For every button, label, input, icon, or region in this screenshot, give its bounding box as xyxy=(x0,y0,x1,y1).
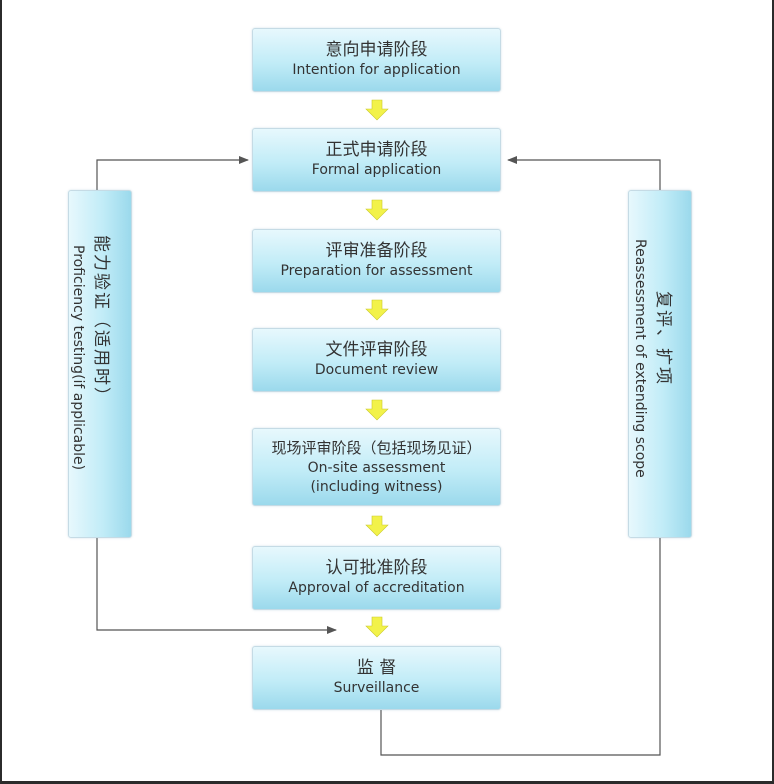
side-label-zh: 能力验证（适用时） xyxy=(91,235,111,406)
step-label-zh: 监 督 xyxy=(356,658,397,678)
right-loop-bottom-line xyxy=(380,538,661,756)
step-label-en: Formal application xyxy=(311,162,442,178)
step-label-en: Intention for application xyxy=(292,62,461,78)
step-label-en: Surveillance xyxy=(333,680,420,696)
step-document-review: 文件评审阶段 Document review xyxy=(252,328,501,392)
left-loop-bottom-arrow xyxy=(96,538,337,634)
step-onsite-assessment: 现场评审阶段（包括现场见证） On-site assessment (inclu… xyxy=(252,428,501,506)
step-label-zh: 文件评审阶段 xyxy=(325,340,428,360)
step-label-en: Approval of accreditation xyxy=(288,580,465,596)
step-label-en: Preparation for assessment xyxy=(280,263,473,279)
step-label-en: On-site assessment xyxy=(307,459,446,476)
side-label-zh: 复评、扩项 xyxy=(653,291,673,386)
step-approval-accreditation: 认可批准阶段 Approval of accreditation xyxy=(252,546,501,610)
left-loop-top-arrow xyxy=(96,156,249,190)
step-formal-application: 正式申请阶段 Formal application xyxy=(252,128,501,192)
step-surveillance: 监 督 Surveillance xyxy=(252,646,501,710)
proficiency-testing-box: 能力验证（适用时） Proficiency testing(if applica… xyxy=(68,190,132,538)
step-label-zh: 认可批准阶段 xyxy=(325,558,428,578)
step-label-zh: 现场评审阶段（包括现场见证） xyxy=(271,438,482,457)
down-arrow-5 xyxy=(365,515,389,537)
down-arrow-3 xyxy=(365,299,389,321)
down-arrow-4 xyxy=(365,399,389,421)
step-label-en: Document review xyxy=(314,362,439,378)
down-arrow-1 xyxy=(365,99,389,121)
right-loop-top-arrow xyxy=(507,156,661,190)
step-intention-application: 意向申请阶段 Intention for application xyxy=(252,28,501,92)
side-label-en: Proficiency testing(if applicable) xyxy=(70,245,86,471)
step-preparation-assessment: 评审准备阶段 Preparation for assessment xyxy=(252,229,501,293)
down-arrow-6 xyxy=(365,616,389,638)
side-label-en: Reassessment of extending scope xyxy=(632,239,648,478)
step-label-zh: 正式申请阶段 xyxy=(325,140,428,160)
step-label-zh: 意向申请阶段 xyxy=(325,40,428,60)
down-arrow-2 xyxy=(365,199,389,221)
reassessment-box: 复评、扩项 Reassessment of extending scope xyxy=(628,190,692,538)
step-label-zh: 评审准备阶段 xyxy=(325,241,428,261)
step-label-en-line2: (including witness) xyxy=(310,478,443,495)
